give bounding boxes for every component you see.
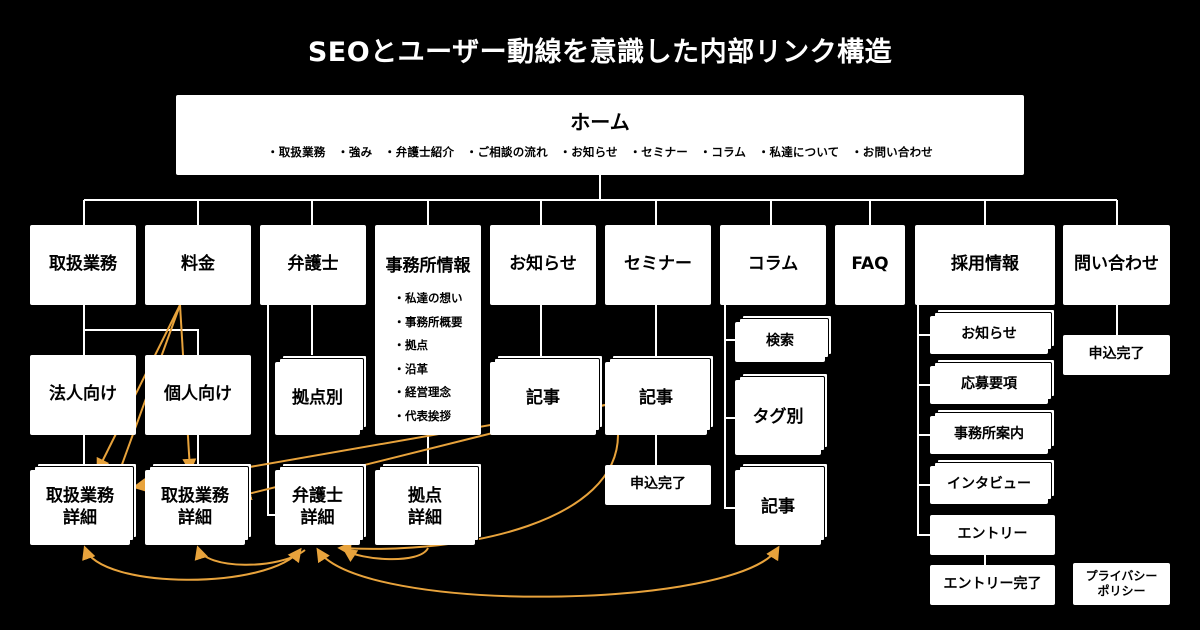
node-office-info[interactable]: 事務所情報 ・私達の想い ・事務所概要 ・拠点 ・沿革 ・経営理念 ・代表挨拶 [375,225,481,435]
node-seminar[interactable]: セミナー [605,225,711,305]
node-privacy-policy[interactable]: プライバシー ポリシー [1073,563,1170,605]
node-services-detail-1[interactable]: 取扱業務 詳細 [30,470,130,545]
office-item: ・代表挨拶 [393,408,452,423]
node-seminar-done[interactable]: 申込完了 [605,465,711,505]
services-detail-sub: 詳細 [63,507,97,528]
office-item-list: ・私達の想い ・事務所概要 ・拠点 ・沿革 ・経営理念 ・代表挨拶 [394,291,463,432]
node-services[interactable]: 取扱業務 [30,225,136,305]
office-item: ・沿革 [393,361,429,376]
node-recruit-interview[interactable]: インタビュー [930,466,1048,504]
node-services-detail-2[interactable]: 取扱業務 詳細 [145,470,245,545]
home-links: ・取扱業務 ・強み ・弁護士紹介 ・ご相談の流れ ・お知らせ ・セミナー ・コラ… [267,145,933,160]
office-item: ・拠点 [393,338,429,353]
lawyer-detail-label: 弁護士 [292,486,343,507]
node-location-detail[interactable]: 拠点 詳細 [375,470,475,545]
node-seminar-article[interactable]: 記事 [605,362,707,435]
services-detail-sub: 詳細 [178,507,212,528]
office-label: 事務所情報 [385,256,471,276]
node-column[interactable]: コラム [720,225,826,305]
node-contact-done[interactable]: 申込完了 [1063,335,1170,375]
home-node[interactable]: ホーム ・取扱業務 ・強み ・弁護士紹介 ・ご相談の流れ ・お知らせ ・セミナー… [176,95,1024,175]
node-individual[interactable]: 個人向け [145,355,251,435]
node-news[interactable]: お知らせ [490,225,596,305]
node-contact[interactable]: 問い合わせ [1063,225,1170,305]
office-item: ・私達の想い [393,291,463,306]
node-news-article[interactable]: 記事 [490,362,596,435]
node-by-location[interactable]: 拠点別 [275,362,360,435]
node-column-article[interactable]: 記事 [735,470,821,545]
node-fees[interactable]: 料金 [145,225,251,305]
node-recruit-entry-done[interactable]: エントリー完了 [930,565,1055,605]
node-recruit-news[interactable]: お知らせ [930,316,1048,354]
node-recruit-requirements[interactable]: 応募要項 [930,366,1048,404]
tree-lines [83,175,1118,565]
node-recruit-office-guide[interactable]: 事務所案内 [930,416,1048,454]
node-column-tags[interactable]: タグ別 [735,380,821,455]
node-lawyer-detail[interactable]: 弁護士 詳細 [275,470,360,545]
node-faq[interactable]: FAQ [835,225,905,305]
office-item: ・事務所概要 [393,314,463,329]
node-lawyers[interactable]: 弁護士 [260,225,366,305]
lawyer-detail-sub: 詳細 [300,507,335,528]
privacy-label: プライバシー [1085,569,1158,583]
location-detail-sub: 詳細 [408,507,442,528]
services-detail-label: 取扱業務 [46,486,114,507]
node-corporate[interactable]: 法人向け [30,355,136,435]
node-column-search[interactable]: 検索 [735,322,825,362]
location-detail-label: 拠点 [408,486,442,507]
home-label: ホーム [570,110,630,135]
services-detail-label: 取扱業務 [161,486,229,507]
page-title: SEOとユーザー動線を意識した内部リンク構造 [307,37,893,68]
node-recruit[interactable]: 採用情報 [915,225,1055,305]
node-recruit-entry[interactable]: エントリー [930,515,1055,555]
office-item: ・経営理念 [393,385,452,400]
privacy-sub: ポリシー [1097,584,1146,598]
